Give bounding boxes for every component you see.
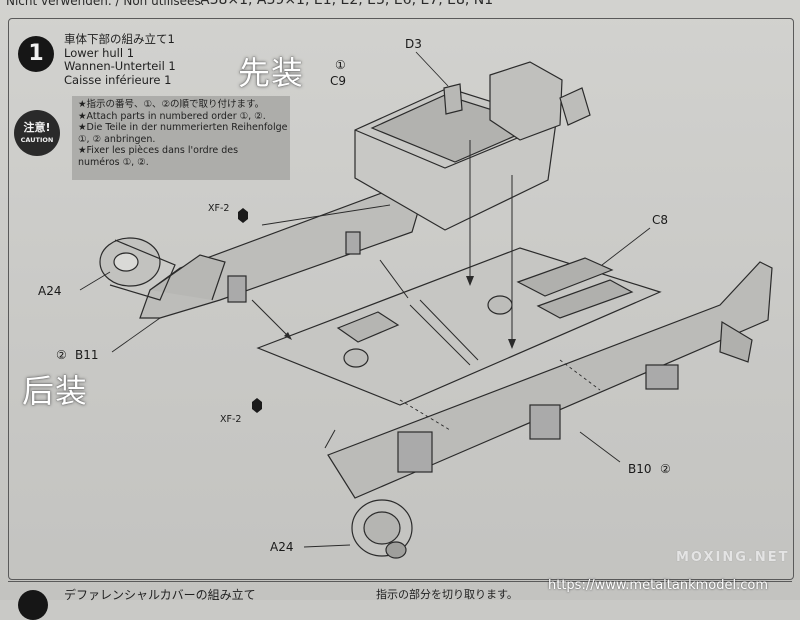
overlay-label-first: 先装 <box>238 54 305 92</box>
caution-line: ★指示の番号、①、②の順で取り付けます。 <box>78 99 265 110</box>
callout-xf2-top: XF-2 <box>208 203 230 214</box>
next-step-title: デファレンシャルカバーの組み立て <box>64 588 256 602</box>
watermark-logo: MOXING.NET <box>676 550 790 565</box>
callout-b11: B11 <box>75 348 99 362</box>
caution-line: ★Attach parts in numbered order ①, ②. <box>78 110 266 122</box>
callout-b10-number: ② <box>660 462 671 476</box>
callout-c8: C8 <box>652 213 669 227</box>
caution-icon: 注意! CAUTION <box>14 110 60 156</box>
step-title-en: Lower hull 1 <box>64 45 135 60</box>
step-titles: 車体下部の組み立て1 Lower hull 1 Wannen-Unterteil… <box>64 32 176 87</box>
step-number-badge: 1 <box>18 36 54 72</box>
step-title-fr: Caisse inférieure 1 <box>64 72 172 87</box>
side-plate-b10 <box>327 261 773 499</box>
next-step-badge <box>18 590 48 620</box>
unused-parts-list: A38×1, A39×1, E1, E2, E3, E6, E7, E8, N1 <box>200 0 494 8</box>
caution-line: ★Fixer les pièces dans l'ordre des <box>78 145 239 156</box>
caution-line: ①, ② anbringen. <box>78 133 156 145</box>
callout-c9-number: ① <box>335 58 346 72</box>
callout-c9: C9 <box>330 74 347 88</box>
assembly-drawing <box>79 51 773 559</box>
unused-parts-note: Nicht verwenden. / Non utilisées. <box>6 0 205 8</box>
previous-step-strip: Nicht verwenden. / Non utilisées. A38×1,… <box>0 0 800 10</box>
step-title-de: Wannen-Unterteil 1 <box>64 59 176 73</box>
callout-d3: D3 <box>405 37 422 51</box>
watermark-url: https://www.metaltankmodel.com <box>548 578 768 593</box>
plate-c8 <box>516 257 614 297</box>
paint-marker-top <box>238 208 248 223</box>
caution-icon-en: CAUTION <box>20 136 54 144</box>
next-step-note: 指示の部分を切り取ります。 <box>376 588 518 601</box>
caution-box: ★指示の番号、①、②の順で取り付けます。 ★Attach parts in nu… <box>72 96 290 180</box>
callout-a24-left: A24 <box>38 284 62 298</box>
side-plate-b11 <box>139 187 421 319</box>
paint-marker-bottom <box>252 398 262 413</box>
caution-icon-jp: 注意! <box>23 121 51 134</box>
callout-a24-bottom: A24 <box>270 540 294 554</box>
callout-b10: B10 <box>628 462 652 476</box>
caution-line: ★Die Teile in der nummerierten Reihenfol… <box>78 122 288 133</box>
callout-b11-number: ② <box>56 348 67 362</box>
step-panel <box>8 18 794 580</box>
callout-xf2-bottom: XF-2 <box>220 414 242 425</box>
step-title-jp: 車体下部の組み立て1 <box>64 32 175 46</box>
next-step-strip <box>8 581 792 601</box>
part-d3 <box>443 83 463 115</box>
overlay-label-later: 后装 <box>22 372 89 410</box>
caution-line: numéros ①, ②. <box>78 156 149 168</box>
